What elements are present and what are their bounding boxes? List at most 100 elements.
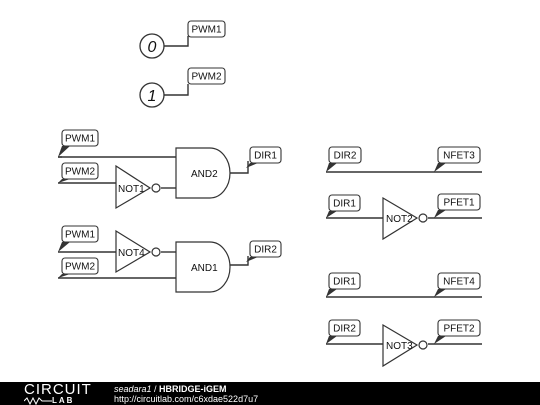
circuitlab-logo-icon [24,397,52,405]
footer-url[interactable]: http://circuitlab.com/c6xdae522d7u7 [114,394,259,404]
gate-not2[interactable]: NOT2 [382,196,428,241]
gate-not1-bubble [151,183,161,193]
net-label-d-out[interactable]: PFET1 [434,193,481,218]
net-label-e-in-pointer [326,289,337,297]
gate-not4-body [115,229,152,274]
net-label-e-out[interactable]: NFET4 [434,272,481,297]
net-label-a-pwm2-pointer [58,179,70,183]
net-label-b-pwm2[interactable]: PWM2 [58,257,99,278]
net-label-a-dir1-box [249,146,282,164]
gate-not1[interactable]: NOT1 [115,164,161,210]
net-label-a-pwm1[interactable]: PWM1 [58,129,99,158]
net-label-src1-pwm2[interactable]: PWM2 [187,67,226,85]
circuitlab-logo-text: CIRCUIT [24,381,92,398]
gate-not1-label: NOT1 [118,184,145,195]
net-label-c-in-box [328,146,362,164]
net-label-b-dir2-box [249,240,282,258]
net-label-b-pwm1[interactable]: PWM1 [58,225,99,252]
net-label-f-in-text: DIR2 [333,324,356,335]
net-label-src0-box [187,20,226,38]
net-label-d-in[interactable]: DIR1 [326,194,361,218]
net-label-a-dir1[interactable]: DIR1 [246,146,282,168]
net-label-f-in-pointer [326,336,337,344]
source-1-value: 1 [148,88,157,105]
footer-separator: / [151,384,160,394]
net-label-src0-text: PWM1 [192,25,222,36]
gate-not1-body [115,164,152,210]
gate-and1-body [175,241,231,293]
gate-not3-bubble [418,340,428,350]
net-label-e-in[interactable]: DIR1 [326,272,361,297]
net-label-e-in-text: DIR1 [333,277,356,288]
gate-not3[interactable]: NOT3 [382,323,428,368]
net-label-b-pwm2-text: PWM2 [65,262,95,273]
schematic-canvas: 0 PWM1 1 PWM2 PWM1 PWM2 NOT1 AND2 [58,20,482,368]
net-label-b-dir2-pointer [246,257,258,262]
net-label-src1-text: PWM2 [192,72,222,83]
net-label-e-out-box [437,272,481,290]
net-label-e-out-text: NFET4 [443,277,475,288]
gate-and2-body [175,147,231,199]
net-label-d-in-pointer [326,211,337,218]
net-label-b-dir2-text: DIR2 [254,245,277,256]
gate-and2[interactable]: AND2 [175,147,231,199]
net-label-c-in-pointer [326,163,337,172]
wire-b-out [230,256,249,266]
net-label-f-in[interactable]: DIR2 [326,319,361,344]
net-label-c-in[interactable]: DIR2 [326,146,362,172]
net-label-b-pwm2-box [61,257,99,275]
net-label-d-in-box [328,194,361,212]
net-label-d-in-text: DIR1 [333,199,356,210]
net-label-f-in-box [328,319,361,337]
net-label-b-pwm2-pointer [58,274,70,278]
gate-and1[interactable]: AND1 [175,241,231,293]
footer-title: HBRIDGE-iGEM [159,384,227,394]
net-label-c-out-text: NFET3 [443,151,475,162]
net-label-a-dir1-text: DIR1 [254,151,277,162]
net-label-a-pwm1-text: PWM1 [65,134,95,145]
net-label-f-out-pointer [434,336,446,344]
net-label-c-out-box [437,146,481,164]
gate-and1-label: AND1 [191,263,218,274]
net-label-src1-box [187,67,226,85]
net-label-f-out[interactable]: PFET2 [434,319,481,344]
footer-byline: seadara1 / HBRIDGE-iGEM [114,384,227,394]
gate-not4[interactable]: NOT4 [115,229,161,274]
source-0[interactable]: 0 [139,33,165,59]
net-label-a-pwm2[interactable]: PWM2 [58,162,99,183]
footer-bar: CIRCUIT LAB seadara1 / HBRIDGE-iGEM http… [0,382,540,405]
gate-and2-label: AND2 [191,169,218,180]
net-label-src0-pwm1[interactable]: PWM1 [187,20,226,38]
net-label-b-dir2[interactable]: DIR2 [246,240,282,262]
wire-src1 [164,84,189,96]
gate-not2-label: NOT2 [386,214,413,225]
gate-not3-body [382,323,419,368]
net-label-a-pwm1-box [61,129,99,147]
net-label-f-out-box [437,319,481,337]
source-0-value: 0 [148,39,157,56]
gate-not4-bubble [151,247,161,257]
net-label-d-out-box [437,193,481,211]
gate-not2-bubble [418,213,428,223]
footer-author[interactable]: seadara1 [114,384,152,394]
net-label-a-pwm2-text: PWM2 [65,167,95,178]
net-label-d-out-text: PFET1 [443,198,475,209]
net-label-e-out-pointer [434,289,446,297]
net-label-a-dir1-pointer [246,163,258,168]
net-label-b-pwm1-pointer [58,242,70,252]
net-label-c-in-text: DIR2 [334,151,357,162]
wire-src0 [164,36,189,47]
net-label-c-out[interactable]: NFET3 [434,146,481,172]
wire-a-out [230,161,249,174]
gate-not3-label: NOT3 [386,341,413,352]
gate-not2-body [382,196,419,241]
net-label-a-pwm1-pointer [58,146,70,157]
net-label-b-pwm1-box [61,225,99,243]
source-1[interactable]: 1 [139,82,165,108]
net-label-f-out-text: PFET2 [443,324,475,335]
circuitlab-logo-lab: LAB [52,396,75,405]
net-label-c-out-pointer [434,163,446,172]
net-label-b-pwm1-text: PWM1 [65,230,95,241]
gate-not4-label: NOT4 [118,248,145,259]
net-label-a-pwm2-box [61,162,99,180]
